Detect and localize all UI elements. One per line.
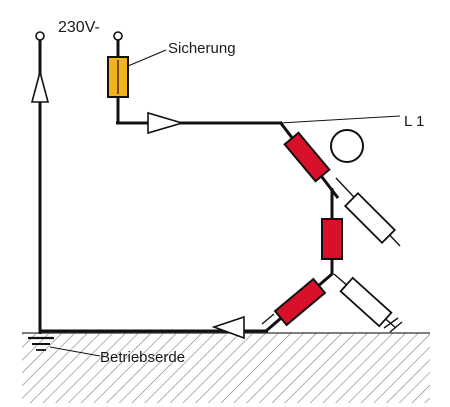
body-resistance-leg [273,277,327,327]
arm-white [343,191,397,245]
arrow-right-icon [147,111,185,135]
body-resistance-torso [321,218,343,260]
right-foot [383,317,399,329]
earth-ground-area [22,332,430,403]
voltage-label: 230V- [58,19,100,36]
fuse-label: Sicherung [168,40,236,57]
head-icon [330,129,364,163]
person-figure [261,121,403,333]
ground-symbol-icon [28,336,54,351]
return-conductor [30,31,268,340]
left-foot [261,313,275,325]
body-resistance-upper [283,131,331,183]
arrow-left-icon [211,315,245,340]
phase-conductor [107,31,401,135]
arrow-up-icon [30,68,50,103]
terminal-icon [113,31,123,41]
leg-white [339,276,393,328]
ground-label: Betriebserde [100,349,185,366]
terminal-icon [35,31,45,41]
phase-label: L 1 [404,113,424,130]
